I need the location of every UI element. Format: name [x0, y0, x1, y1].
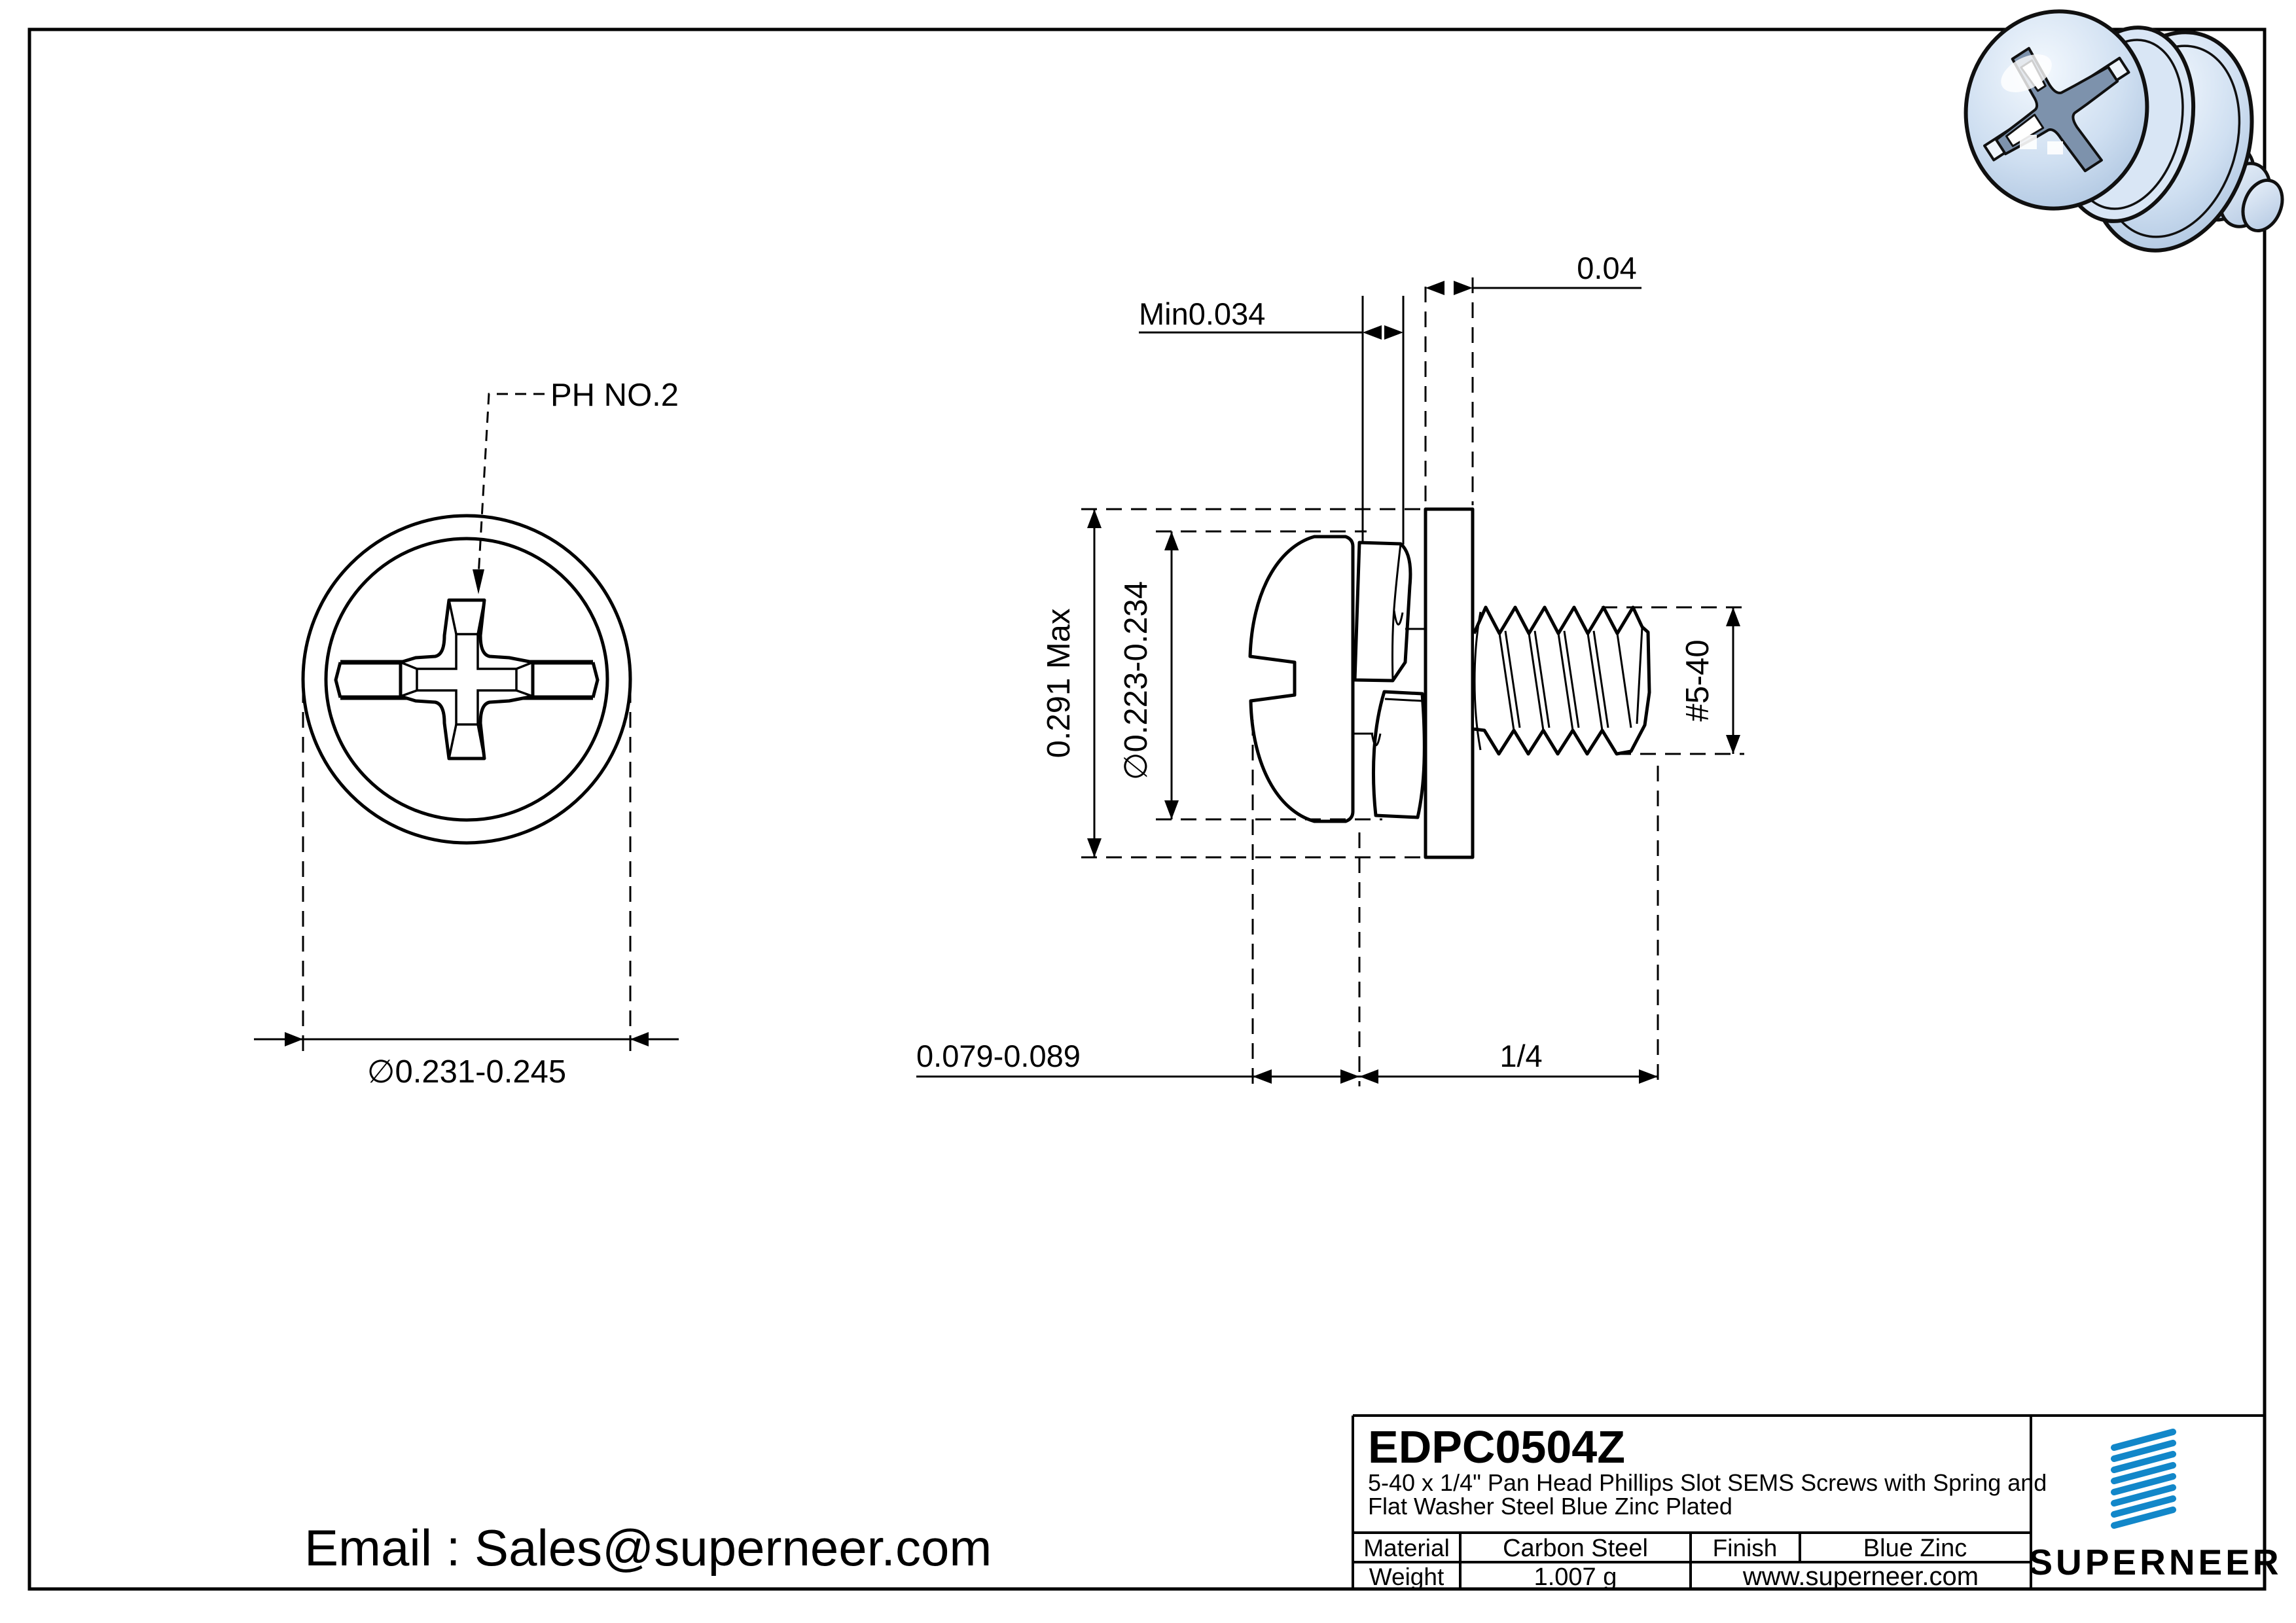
weight-value: 1.007 g — [1534, 1563, 1617, 1591]
washer-thickness-label: 0.04 — [1577, 251, 1636, 285]
head-dia-arrow-right — [630, 1032, 649, 1046]
part-number: EDPC0504Z — [1368, 1421, 1625, 1472]
pan-head-profile — [1248, 535, 1355, 823]
weight-label: Weight — [1369, 1563, 1444, 1590]
finish-value: Blue Zinc — [1863, 1535, 1967, 1562]
front-view: PH NO.2 ∅0.231-0.245 — [254, 378, 679, 1090]
product-render — [1964, 9, 2284, 253]
render-glint-2 — [2047, 141, 2063, 154]
dim-head-height: 0.079-0.089 — [916, 720, 1361, 1086]
recess-leader-line — [477, 393, 545, 577]
material-label: Material — [1363, 1535, 1450, 1561]
material-value: Carbon Steel — [1503, 1535, 1648, 1562]
side-view: Min0.034 0.04 0.291 Max ∅0.22 — [916, 251, 1744, 1086]
head-dia-arrow-left — [285, 1032, 303, 1046]
thread-spec-label: #5-40 — [1680, 639, 1715, 721]
recess-leader-arrow — [473, 569, 484, 594]
description-line1: 5-40 x 1/4" Pan Head Phillips Slot SEMS … — [1368, 1469, 2047, 1496]
description-line2: Flat Washer Steel Blue Zinc Plated — [1368, 1493, 1732, 1520]
title-block: EDPC0504Z 5-40 x 1/4" Pan Head Phillips … — [1352, 1414, 2282, 1591]
thread-profile — [1472, 605, 1651, 756]
head-inner-circle — [324, 537, 609, 822]
head-outer-circle — [301, 514, 632, 845]
dim-washer-od: 0.291 Max — [1041, 508, 1424, 859]
website-link[interactable]: www.superneer.com — [1742, 1562, 1979, 1591]
dim-spring-thickness: Min0.034 — [1139, 296, 1405, 544]
dim-washer-thickness: 0.04 — [1424, 251, 1641, 505]
brand-logo-icon — [2111, 1429, 2176, 1529]
email-text: Email : Sales@superneer.com — [304, 1519, 992, 1577]
render-highlight — [2001, 54, 2052, 92]
brand-wordmark: SUPERNEER — [2028, 1542, 2282, 1582]
spring-washer — [1353, 541, 1426, 819]
spring-od-label: ∅0.223-0.234 — [1119, 581, 1154, 780]
thread-length-label: 1/4 — [1499, 1039, 1542, 1073]
phillips-cross-inner — [400, 599, 533, 759]
flat-washer — [1424, 507, 1475, 859]
dim-thread-spec: #5-40 — [1602, 606, 1744, 755]
render-glint-1 — [2020, 135, 2037, 149]
finish-label: Finish — [1713, 1535, 1778, 1561]
spring-thickness-label: Min0.034 — [1139, 296, 1265, 331]
dim-thread-length: 1/4 — [1359, 766, 1659, 1086]
page-border — [27, 27, 2267, 1591]
head-dia-label: ∅0.231-0.245 — [367, 1054, 566, 1090]
recess-label: PH NO.2 — [550, 378, 679, 413]
head-height-label: 0.079-0.089 — [916, 1039, 1081, 1073]
render-thread-3 — [2241, 178, 2284, 233]
dim-spring-od: ∅0.223-0.234 — [1119, 530, 1382, 821]
washer-od-label: 0.291 Max — [1041, 609, 1077, 758]
phillips-cross — [399, 598, 535, 760]
